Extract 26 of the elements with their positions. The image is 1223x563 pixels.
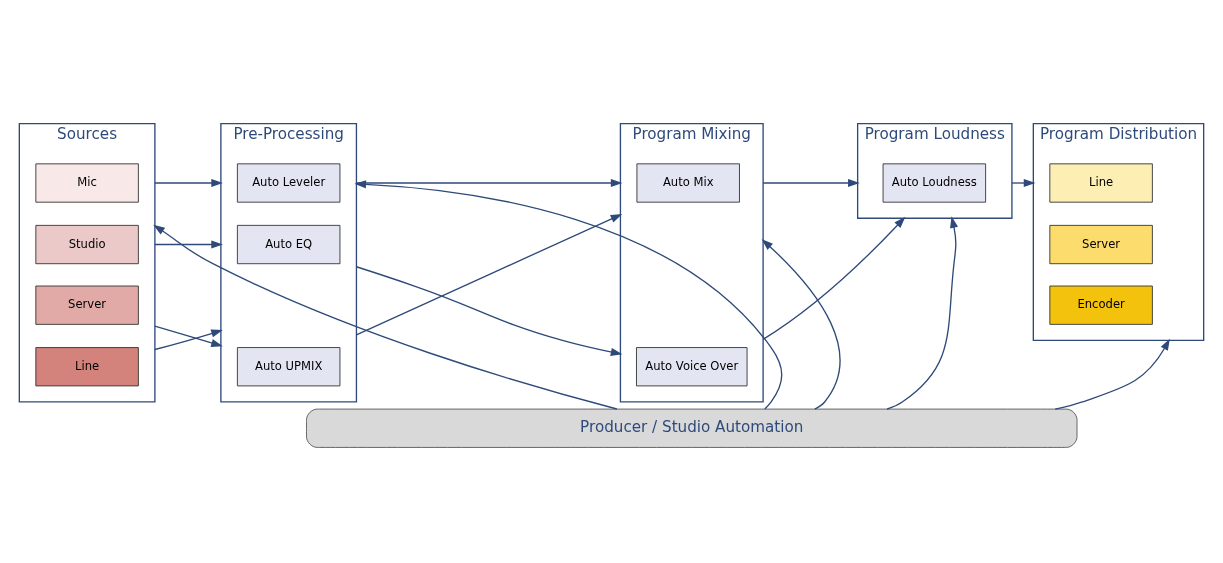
arrow [762,216,906,340]
node-box: Auto Voice Over [636,346,748,386]
node-box: Server [35,285,139,325]
node-box: Auto Mix [636,162,740,203]
node-box: Auto Leveler [236,162,341,203]
arrow [886,215,958,410]
node-box: Line [1049,162,1153,203]
node-box: Auto EQ [236,224,341,264]
node-box: Encoder [1049,285,1153,325]
node-box: Mic [35,162,139,203]
node-box: Auto UPMIX [236,346,341,386]
arrow [154,239,223,249]
arrow [762,178,860,187]
node-box: Line [35,346,139,386]
arrow [355,265,623,356]
arrow [761,238,841,410]
node-box: Studio [35,224,139,264]
arrow [355,213,623,336]
node-box: Auto Loudness [882,162,987,203]
arrow [355,178,623,187]
arrow [1054,338,1170,410]
arrow [153,224,618,410]
arrow [154,178,223,187]
node-box: Producer / Studio Automation [306,408,1078,448]
arrow [1011,178,1036,187]
node-box: Server [1049,224,1153,264]
